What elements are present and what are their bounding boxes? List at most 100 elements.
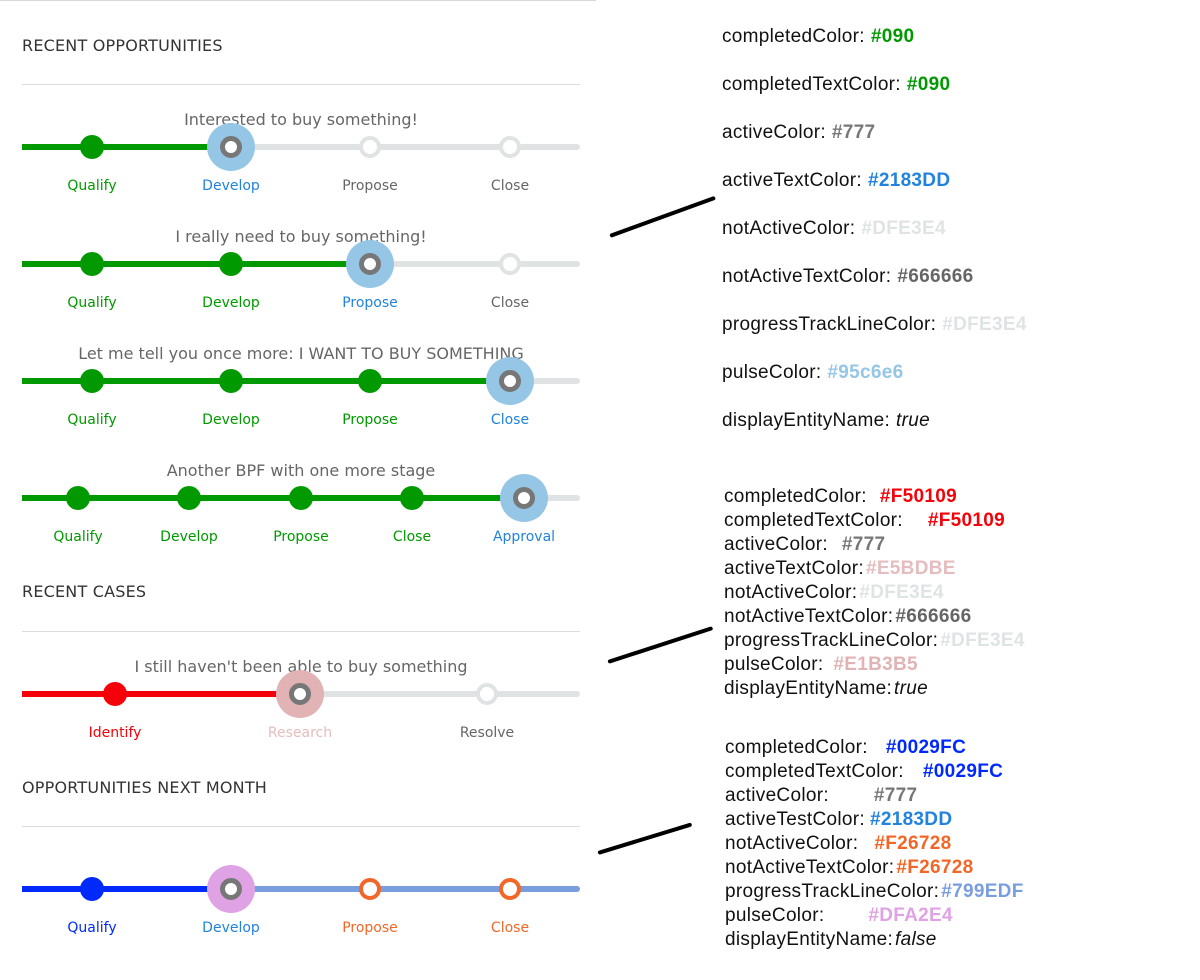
property-line: activeColor:#777 [722, 122, 875, 144]
property-value: true [896, 410, 930, 431]
property-line: completedTextColor:#F50109 [724, 510, 1005, 532]
property-line: completedColor:#0029FC [725, 737, 966, 759]
stage-label[interactable]: Develop [202, 178, 260, 194]
progress-track [22, 886, 580, 892]
stage-label[interactable]: Close [490, 412, 530, 428]
property-name: notActiveColor: [722, 218, 856, 239]
stage-active-pulse[interactable] [486, 357, 534, 405]
stage-completed-dot[interactable] [219, 252, 243, 276]
stage-label[interactable]: Identify [88, 725, 142, 741]
property-name: activeTextColor: [724, 558, 864, 579]
bpf-title: I still haven't been able to buy somethi… [134, 657, 468, 676]
stage-label[interactable]: Develop [202, 295, 260, 311]
stage-active-pulse[interactable] [500, 474, 548, 522]
property-name: pulseColor: [724, 654, 824, 675]
stage-label[interactable]: Resolve [459, 725, 515, 741]
property-name: displayEntityName: [724, 678, 893, 699]
property-value: #DFE3E4 [861, 218, 946, 239]
stage-inactive-ring[interactable] [359, 136, 381, 158]
stage-label[interactable]: Approval [492, 529, 556, 545]
stage-active-pulse[interactable] [207, 123, 255, 171]
top-divider [0, 0, 596, 1]
stage-label[interactable]: Close [392, 529, 432, 545]
bpf-progress-tell-once-more: Let me tell you once more: I WANT TO BUY… [22, 344, 580, 444]
stage-label[interactable]: Qualify [67, 295, 117, 311]
property-name: progressTrackLineColor: [725, 881, 940, 902]
stage-label[interactable]: Develop [160, 529, 218, 545]
stage-label[interactable]: Propose [342, 920, 398, 936]
stage-completed-dot[interactable] [103, 682, 127, 706]
stage-active-pulse[interactable] [207, 865, 255, 913]
progress-fill [22, 495, 524, 501]
stage-completed-dot[interactable] [289, 486, 313, 510]
property-value: #2183DD [867, 170, 951, 191]
stage-label[interactable]: Qualify [67, 412, 117, 428]
stage-completed-dot[interactable] [177, 486, 201, 510]
property-line: completedColor:#F50109 [724, 486, 957, 508]
progress-fill [22, 378, 510, 384]
stage-completed-dot[interactable] [80, 369, 104, 393]
property-line: progressTrackLineColor:#DFE3E4 [724, 630, 1025, 652]
stage-label[interactable]: Propose [273, 529, 329, 545]
property-value: #666666 [895, 606, 972, 627]
property-line: progressTrackLineColor:#799EDF [725, 881, 1024, 903]
property-name: pulseColor: [722, 362, 822, 383]
stage-label[interactable]: Qualify [67, 920, 117, 936]
section-divider [22, 631, 580, 632]
property-line: pulseColor:#E1B3B5 [724, 654, 918, 676]
property-line: notActiveTextColor:#666666 [724, 606, 971, 628]
stage-label[interactable]: Qualify [53, 529, 103, 545]
property-name: displayEntityName: [722, 410, 891, 431]
stage-completed-dot[interactable] [66, 486, 90, 510]
stage-inactive-ring[interactable] [499, 253, 521, 275]
stage-active-pulse[interactable] [346, 240, 394, 288]
property-name: activeTestColor: [725, 809, 865, 830]
stage-inactive-ring[interactable] [499, 136, 521, 158]
stage-label[interactable]: Research [267, 725, 333, 741]
stage-label[interactable]: Close [490, 920, 530, 936]
stage-label[interactable]: Close [490, 178, 530, 194]
property-value: #DFE3E4 [940, 630, 1025, 651]
pointer-line-1 [609, 195, 716, 238]
progress-track [22, 144, 580, 150]
property-value: #F50109 [879, 486, 957, 507]
stage-inactive-ring[interactable] [499, 878, 521, 900]
stage-label[interactable]: Propose [342, 178, 398, 194]
property-line: notActiveColor:#DFE3E4 [724, 582, 944, 604]
property-line: displayEntityName:true [722, 410, 930, 432]
stage-active-ring [220, 136, 242, 158]
property-line: activeTextColor:#2183DD [722, 170, 950, 192]
stage-inactive-ring[interactable] [359, 878, 381, 900]
stage-active-ring [499, 370, 521, 392]
bpf-progress-case: I still haven't been able to buy somethi… [22, 657, 580, 757]
property-line: activeColor:#777 [724, 534, 885, 556]
stage-label[interactable]: Develop [202, 412, 260, 428]
stage-label[interactable]: Develop [202, 920, 260, 936]
stage-active-pulse[interactable] [276, 670, 324, 718]
property-value: #0029FC [922, 761, 1004, 782]
stage-label[interactable]: Propose [342, 412, 398, 428]
stage-inactive-ring[interactable] [476, 683, 498, 705]
stage-label[interactable]: Qualify [67, 178, 117, 194]
property-value: #0029FC [885, 737, 967, 758]
stage-active-ring [289, 683, 311, 705]
property-name: activeColor: [724, 534, 828, 555]
stage-completed-dot[interactable] [358, 369, 382, 393]
bpf-panel: RECENT OPPORTUNITIES Interested to buy s… [0, 0, 596, 936]
stage-completed-dot[interactable] [219, 369, 243, 393]
property-line: activeTestColor:#2183DD [725, 809, 952, 831]
section-title-recent-cases: RECENT CASES [22, 582, 147, 601]
stage-completed-dot[interactable] [80, 252, 104, 276]
stage-label[interactable]: Close [490, 295, 530, 311]
stage-completed-dot[interactable] [400, 486, 424, 510]
property-name: pulseColor: [725, 905, 825, 926]
property-name: notActiveTextColor: [724, 606, 894, 627]
property-value: #95c6e6 [827, 362, 904, 383]
stage-completed-dot[interactable] [80, 135, 104, 159]
stage-completed-dot[interactable] [80, 877, 104, 901]
property-value: #F26728 [896, 857, 974, 878]
stage-label[interactable]: Propose [342, 295, 398, 311]
property-line: completedColor:#090 [722, 26, 914, 48]
